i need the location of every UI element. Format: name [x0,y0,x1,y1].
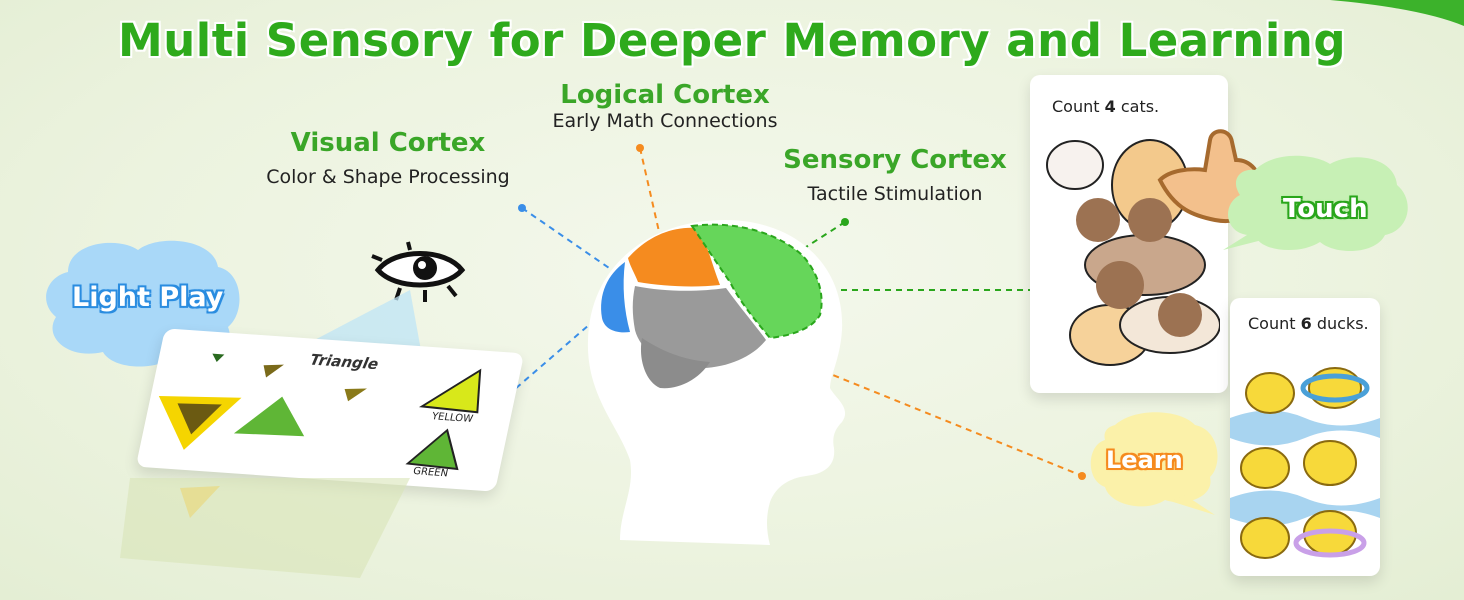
duck-card-number: 6 [1300,314,1312,333]
head-brain-illustration [587,220,846,545]
eye-icon [371,241,466,302]
logical-cortex-label: Logical Cortex Early Math Connections [540,80,790,132]
cats-illustration [1046,139,1220,366]
duck-card-prefix: Count [1248,314,1301,333]
visual-cortex-label: Visual Cortex Color & Shape Processing [240,128,536,188]
cerebellum-region [640,338,710,389]
cat-card-suffix: cats. [1115,97,1160,116]
cat-count-card: Count 4 cats. [1030,75,1228,393]
cat-card-number: 4 [1104,97,1116,116]
touch-bubble [1223,155,1408,252]
corner-accent [1330,0,1464,26]
page-title: Multi Sensory for Deeper Memory and Lear… [117,14,1347,67]
learn-connector-line [659,304,1081,476]
gray-cortex-region [632,286,766,369]
sensory-cortex-label: Sensory Cortex Tactile Stimulation [770,145,1020,205]
duck-card-suffix: ducks. [1311,314,1369,333]
visual-cortex-subtitle: Color & Shape Processing [266,166,510,188]
logical-cortex-title: Logical Cortex [560,80,770,110]
cat-card-text: Count 4 cats. [1052,97,1159,116]
duck-card-text: Count 6 ducks. [1248,314,1369,333]
logical-cortex-region [628,227,720,287]
visual-connector-line [521,207,613,271]
learn-bubble [1090,412,1218,515]
sensory-cortex-region [690,223,823,340]
visual-cortex-title: Visual Cortex [290,128,486,158]
logical-cortex-subtitle: Early Math Connections [552,110,778,132]
card-shadow [120,478,410,578]
touch-label: Touch [1283,194,1368,224]
learn-label: Learn [1106,446,1183,474]
visual-cortex-region [601,262,630,333]
sensory-cortex-title: Sensory Cortex [783,145,1007,175]
shape-card: Triangle YELLOW GREEN [135,328,525,492]
logical-connector-line [639,147,661,237]
shape-card-triangles [158,353,482,471]
ducks-illustration [1230,367,1380,559]
light-play-label: Light Play [72,282,224,313]
sensory-cortex-subtitle: Tactile Stimulation [807,183,983,205]
cat-card-prefix: Count [1052,97,1105,116]
duck-count-card: Count 6 ducks. [1230,298,1380,576]
